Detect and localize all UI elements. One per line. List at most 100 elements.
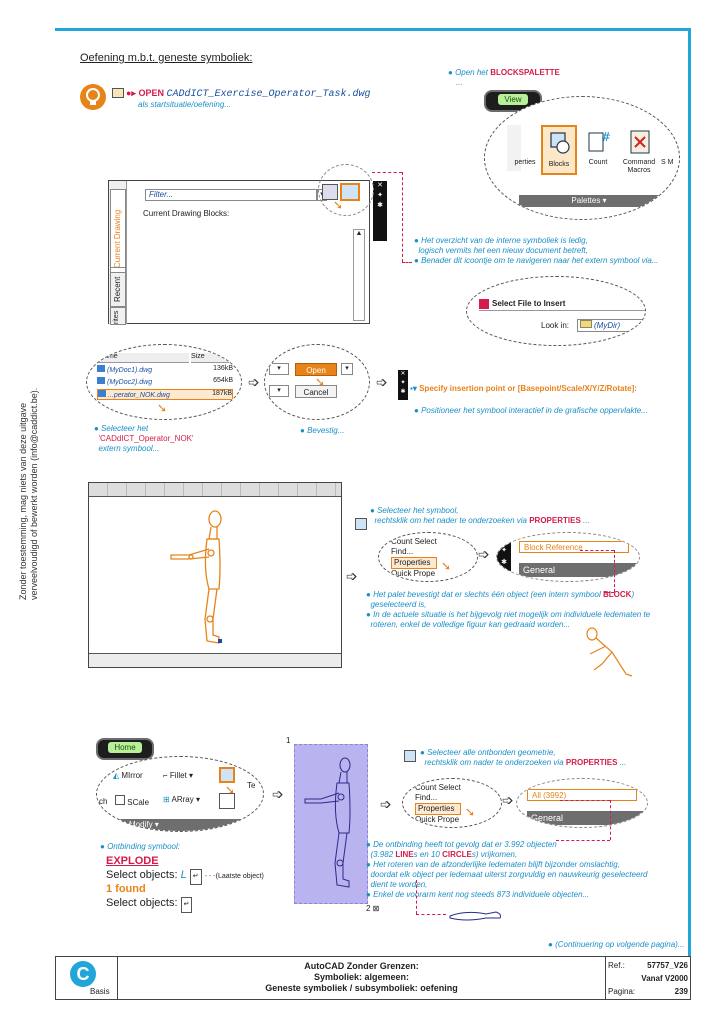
select-objects-prompt: Select objects: bbox=[106, 869, 178, 881]
open-command: OPEN bbox=[138, 88, 164, 98]
note-select-all-1: Selecteer alle ontbonden geometrie, bbox=[427, 748, 556, 757]
ellipsis-2: ... bbox=[619, 758, 627, 767]
ribbon-item-command-macros[interactable]: Command Macros bbox=[619, 127, 659, 175]
fillet-button[interactable]: ⌐ Fillet ▾ bbox=[163, 771, 194, 780]
ribbon-left-strip bbox=[507, 125, 521, 171]
tab-favorites[interactable]: rites bbox=[110, 307, 126, 325]
next-arrow-icon: ➩ bbox=[346, 568, 358, 584]
home-tab-label: Home bbox=[108, 742, 142, 753]
corner-label-1: 1 bbox=[286, 736, 291, 745]
note-select-ext-2: 'CADdICT_Operator_NOK' bbox=[98, 434, 194, 443]
menu-item-properties[interactable]: Properties bbox=[415, 803, 461, 815]
block-ref-oval: ✕✦✱ Block Reference General bbox=[496, 532, 640, 582]
mirror-button[interactable]: ◭ MIrror bbox=[113, 771, 143, 780]
lookin-select[interactable]: (MyDir) bbox=[577, 319, 645, 332]
palette-titlebar[interactable]: ✕✦✱ bbox=[373, 181, 387, 241]
cursor-icon: ➘ bbox=[315, 375, 326, 389]
note-explode: ● Ontbinding symbool: bbox=[100, 842, 180, 851]
ribbon-oval: perties Blocks # Count Command Macros S … bbox=[484, 96, 680, 220]
open-dropdown[interactable]: ▾ bbox=[341, 363, 353, 375]
app-icon bbox=[479, 298, 489, 309]
ribbon-item-blocks[interactable]: Blocks bbox=[541, 125, 577, 175]
continuing-note: ● (Continuering op volgende pagina)... bbox=[548, 940, 685, 949]
col-name[interactable]: Name bbox=[99, 353, 189, 363]
filter-input[interactable]: Filter... bbox=[145, 189, 317, 201]
connector-7 bbox=[560, 800, 610, 801]
folder-icon bbox=[580, 320, 592, 328]
note-internal-3: Benader dit icoontje om te navigeren naa… bbox=[421, 256, 659, 265]
tab-recent-label: Recent bbox=[113, 276, 122, 302]
menu-item-find[interactable]: Find... bbox=[415, 793, 438, 802]
next-arrow-icon: ➩ bbox=[502, 792, 514, 808]
footer-brand: Basis bbox=[90, 987, 110, 996]
menu-item-count[interactable]: Count Select bbox=[391, 537, 437, 546]
scale-button[interactable]: SCale bbox=[115, 795, 149, 807]
select-objects-input: L bbox=[180, 869, 187, 881]
array-button[interactable]: ⊞ ARray ▾ bbox=[163, 795, 200, 804]
connector-6 bbox=[604, 592, 614, 593]
properties-icon bbox=[355, 518, 367, 530]
properties-icon-2 bbox=[404, 750, 416, 762]
footer-version: Vanaf V2000 bbox=[641, 974, 688, 983]
note-result-7: dient te worden, bbox=[370, 880, 428, 889]
block-reference-select[interactable]: Block Reference bbox=[519, 541, 629, 553]
tab-recent[interactable]: Recent bbox=[110, 267, 126, 307]
context-menu-oval: Count Select Find... Properties Quick Pr… bbox=[378, 532, 478, 582]
lookin-label: Look in: bbox=[541, 321, 570, 330]
ribbon-blocks-label: Blocks bbox=[548, 161, 570, 168]
ribbon-item-count[interactable]: # Count bbox=[581, 127, 615, 175]
home-tab[interactable]: Home bbox=[96, 738, 154, 760]
general-section[interactable]: General bbox=[519, 563, 639, 577]
block-keyword: BLOCK bbox=[602, 590, 632, 599]
circle-keyword: CIRCLE bbox=[442, 850, 472, 859]
general-section-2[interactable]: General bbox=[527, 811, 647, 825]
footer-title-2: Symboliek: algemeen: bbox=[313, 972, 410, 982]
cancel-button[interactable]: Cancel bbox=[295, 385, 337, 398]
file-row[interactable]: (MyDoc1).dwg 136kB bbox=[97, 365, 233, 375]
scale-label: SCale bbox=[127, 798, 150, 807]
col-size[interactable]: Size bbox=[191, 353, 231, 363]
array-label: ARray bbox=[171, 795, 194, 804]
continuing-text: (Continuering op volgende pagina)... bbox=[555, 940, 685, 949]
menu-item-count[interactable]: Count Select bbox=[415, 783, 461, 792]
insertion-prompt-text: Specify insertion point or [Basepoint/Sc… bbox=[419, 384, 637, 393]
menu-item-quick-properties[interactable]: Quick Prope bbox=[415, 815, 460, 824]
menu-item-quick-properties[interactable]: Quick Prope bbox=[391, 569, 436, 578]
props-titlebar: ✕✦✱ bbox=[497, 533, 511, 581]
offset-button[interactable] bbox=[219, 793, 235, 809]
ribbon-item-properties[interactable]: perties bbox=[514, 159, 536, 166]
note-position-text: Positioneer het symbool interactief in d… bbox=[421, 406, 648, 415]
macros-icon bbox=[630, 130, 650, 154]
note-result-2: (3.982 bbox=[370, 850, 394, 859]
palettes-panel[interactable]: Palettes ▾ bbox=[519, 195, 659, 207]
stretch-button[interactable]: ch bbox=[99, 797, 108, 806]
note-select-all-2: rechtsklik om nader te onderzoeken via bbox=[424, 758, 564, 767]
left-dropdown-2[interactable]: ▾ bbox=[269, 385, 289, 397]
footer: C Basis AutoCAD Zonder Grenzen: Symbolie… bbox=[55, 956, 691, 1000]
modify-panel[interactable]: Modify ▾ bbox=[111, 819, 251, 831]
open-button[interactable]: Open bbox=[295, 363, 337, 376]
tab-current-drawing[interactable]: Current Drawing bbox=[110, 189, 126, 273]
text-button[interactable]: Te bbox=[247, 781, 256, 790]
connector-2 bbox=[402, 172, 403, 262]
file-row[interactable]: (MyDoc2).dwg 654kB bbox=[97, 377, 233, 387]
note-result-8: Enkel de voorarm kent nog steeds 873 ind… bbox=[373, 890, 590, 899]
note-result-6: doordat elk object per ledemaat uiterst … bbox=[370, 870, 648, 879]
menu-item-properties[interactable]: Properties bbox=[391, 557, 437, 569]
operator-figure-icon bbox=[170, 510, 222, 644]
footer-title-cell: AutoCAD Zonder Grenzen: Symboliek: algem… bbox=[118, 957, 606, 999]
note-palette-4: roteren, enkel de volledige figuur kan g… bbox=[370, 620, 571, 629]
left-dropdown[interactable]: ▾ bbox=[269, 363, 289, 375]
tab-favorites-label: rites bbox=[113, 310, 120, 324]
connector-10 bbox=[416, 914, 446, 915]
page-label: Pagina: bbox=[608, 987, 636, 996]
open-button-oval: ▾ Open ▾ ▾ Cancel ➘ bbox=[264, 344, 370, 420]
explode-button[interactable] bbox=[219, 767, 235, 783]
file-row-selected[interactable]: ...perator_NOK.dwg 187kB bbox=[97, 389, 233, 400]
ribbon-item-s[interactable]: S M bbox=[661, 159, 674, 166]
cursor-icon: ➘ bbox=[225, 783, 236, 797]
select-file-oval: Select File to Insert Look in: (MyDir) bbox=[466, 276, 646, 346]
palette-scrollbar[interactable]: ▲ bbox=[353, 229, 365, 321]
copyright-sidebar: Zonder toestemming, mag niets van deze u… bbox=[18, 388, 40, 600]
menu-item-find[interactable]: Find... bbox=[391, 547, 414, 556]
